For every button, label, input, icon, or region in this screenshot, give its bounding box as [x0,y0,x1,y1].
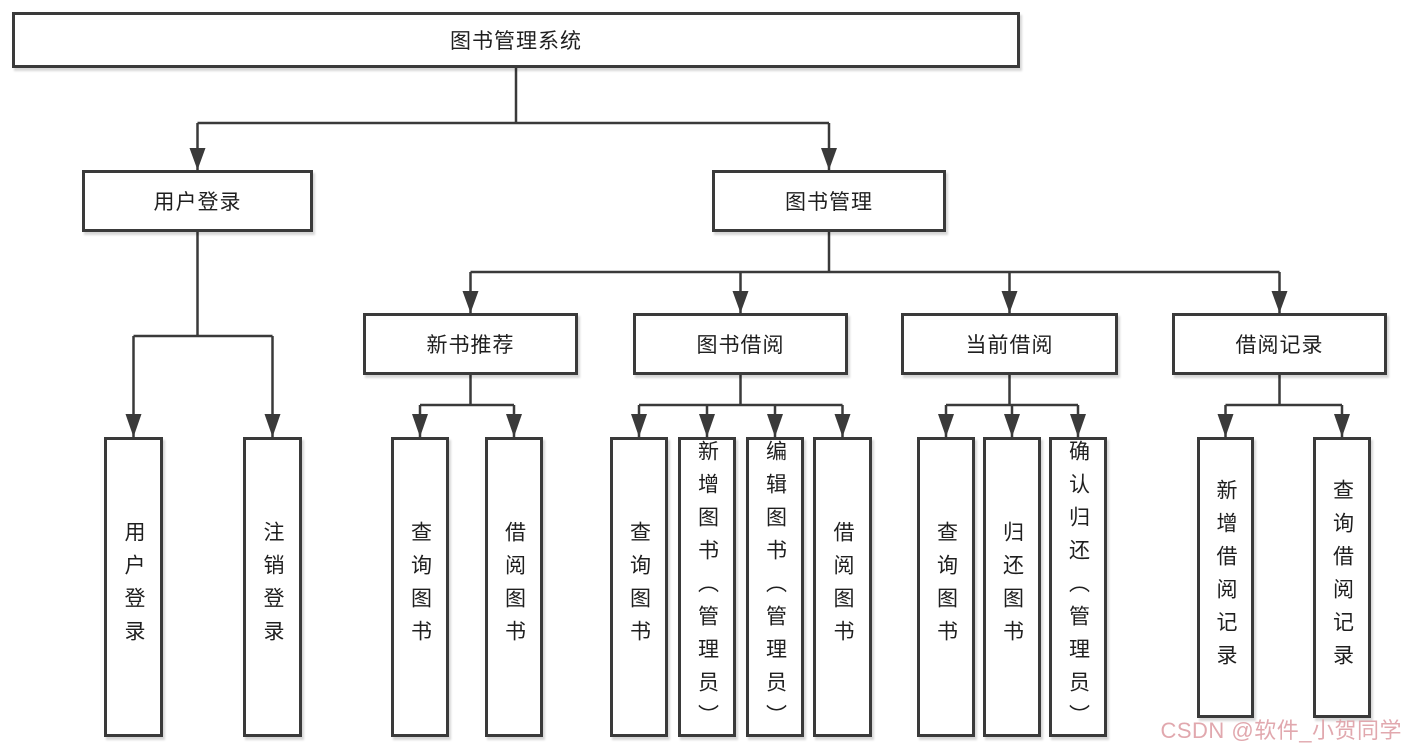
leaf-borrow-book: 借阅图书 [813,437,872,737]
leaf-confirm-return: 确认归还（管理员） [1049,437,1107,737]
node-current-borrow-label: 当前借阅 [965,334,1054,357]
leaf-query-book-current: 查询图书 [917,437,975,737]
leaf-add-borrow-record-label: 新增借阅记录 [1214,478,1237,677]
node-user-login: 用户登录 [82,170,313,232]
node-root: 图书管理系统 [12,12,1020,68]
leaf-borrow-book-rec-label: 借阅图书 [502,521,526,653]
leaf-add-book-label: 新增图书（管理员） [695,440,719,737]
node-borrow-record-label: 借阅记录 [1235,334,1324,357]
node-book-mgmt-label: 图书管理 [785,191,873,214]
leaf-add-book: 新增图书（管理员） [678,437,736,737]
watermark: CSDN @软件_小贺同学 [1160,718,1402,743]
node-book-borrow: 图书借阅 [633,313,848,375]
leaf-edit-book-label: 编辑图书（管理员） [763,440,787,737]
node-book-mgmt: 图书管理 [712,170,946,232]
leaf-query-book-rec-label: 查询图书 [408,521,432,653]
leaf-query-book-borrow-label: 查询图书 [627,521,651,653]
leaf-user-login-label: 用户登录 [122,521,145,653]
leaf-user-login: 用户登录 [104,437,163,737]
node-borrow-record: 借阅记录 [1172,313,1387,375]
leaf-logout: 注销登录 [243,437,302,737]
leaf-borrow-book-label: 借阅图书 [831,521,854,653]
node-new-book-rec: 新书推荐 [363,313,578,375]
leaf-confirm-return-label: 确认归还（管理员） [1066,440,1090,737]
leaf-return-book: 归还图书 [983,437,1041,737]
leaf-query-book-rec: 查询图书 [391,437,449,737]
leaf-return-book-label: 归还图书 [1000,521,1024,653]
node-user-login-label: 用户登录 [153,191,242,214]
arrowheads [125,148,1350,437]
node-root-label: 图书管理系统 [450,30,582,53]
leaf-query-book-current-label: 查询图书 [934,521,958,653]
leaf-query-book-borrow: 查询图书 [610,437,668,737]
leaf-query-borrow-record-label: 查询借阅记录 [1330,478,1354,677]
leaf-logout-label: 注销登录 [261,521,284,653]
leaf-query-borrow-record: 查询借阅记录 [1313,437,1371,718]
node-new-book-rec-label: 新书推荐 [426,334,515,357]
leaf-borrow-book-rec: 借阅图书 [485,437,543,737]
node-current-borrow: 当前借阅 [901,313,1118,375]
leaf-add-borrow-record: 新增借阅记录 [1197,437,1254,718]
leaf-edit-book: 编辑图书（管理员） [746,437,804,737]
node-book-borrow-label: 图书借阅 [696,334,785,357]
